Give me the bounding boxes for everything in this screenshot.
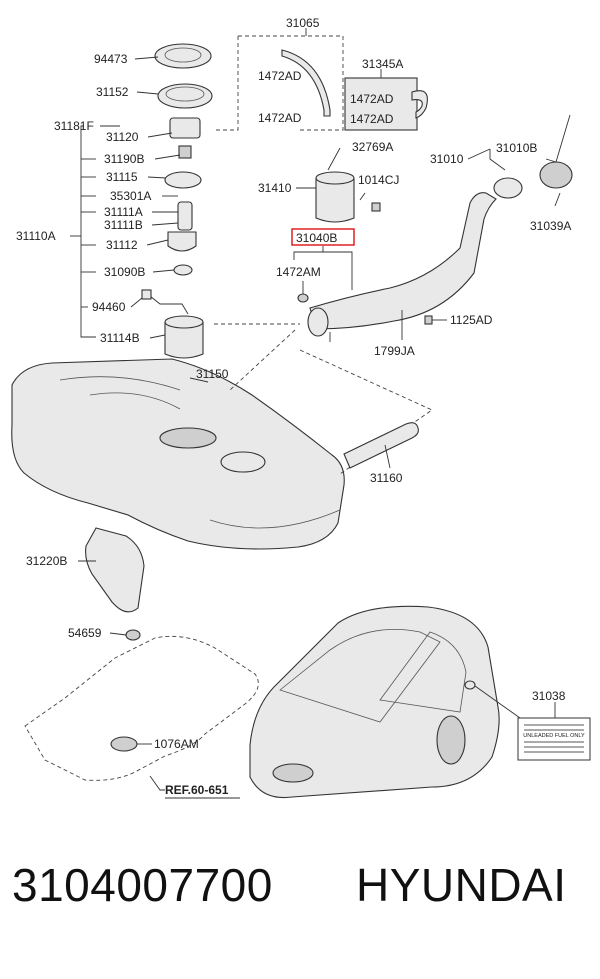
filler-neck [214, 114, 573, 342]
label-31220B: 31220B [26, 554, 67, 568]
part-31410-canister [315, 177, 355, 223]
heat-shield [78, 527, 145, 641]
label-32769A: 32769A [352, 140, 393, 154]
label-31112: 31112 [106, 238, 138, 252]
part-number: 3104007700 [12, 859, 273, 911]
label-31010: 31010 [430, 152, 464, 166]
parts-diagram: UNLEADED FUEL ONLY 94473 31152 31181F 31… [11, 16, 591, 799]
label-31160: 31160 [370, 471, 403, 485]
part-31112-filter [167, 231, 197, 252]
label-31115: 31115 [106, 170, 138, 184]
label-1799JA: 1799JA [374, 344, 415, 358]
fuel-tank [11, 329, 433, 550]
fuel-label-text: UNLEADED FUEL ONLY [523, 733, 585, 739]
label-ref-60-651: REF.60-651 [165, 783, 229, 797]
label-31181F: 31181F [54, 119, 94, 133]
label-31038: 31038 [532, 689, 566, 703]
label-31120: 31120 [106, 130, 139, 144]
label-94473: 94473 [94, 52, 128, 66]
part-31115-seal [164, 171, 202, 189]
label-31111A: 31111A [104, 205, 143, 219]
label-1125AD: 1125AD [450, 313, 493, 327]
label-1472AD-1: 1472AD [258, 69, 302, 83]
part-94460-sender [144, 291, 189, 315]
highlight-box-31040B [291, 228, 355, 246]
label-31110A: 31110A [16, 229, 56, 243]
part-31114B-reservoir [164, 321, 204, 359]
label-31152: 31152 [96, 85, 129, 99]
label-31039A: 31039A [530, 219, 571, 233]
label-35301A: 35301A [110, 189, 151, 203]
label-31114B: 31114B [100, 331, 140, 345]
label-31010B: 31010B [496, 141, 537, 155]
part-31010B-cap [539, 161, 573, 189]
part-31150-tank [11, 358, 345, 550]
label-54659: 54659 [68, 626, 102, 640]
callout-labels: 94473 31152 31181F 31120 31190B 31115 35… [16, 16, 571, 799]
label-31410: 31410 [258, 181, 292, 195]
label-31065: 31065 [286, 16, 320, 30]
label-94460: 94460 [92, 300, 126, 314]
label-1472AD-3: 1472AD [350, 92, 394, 106]
label-31190B: 31190B [104, 152, 144, 166]
label-1472AD-4: 1472AD [350, 112, 394, 126]
part-31040B-filler-pipe [309, 192, 497, 330]
part-31120-plate [169, 117, 201, 139]
fuel-pump-assembly [70, 43, 213, 359]
label-1076AM: 1076AM [154, 737, 199, 751]
part-31152-ring [157, 83, 213, 109]
fuel-label-sticker [517, 717, 591, 761]
label-31040B: 31040B [296, 231, 337, 245]
part-31220B-shield [85, 527, 145, 613]
label-1472AD-2: 1472AD [258, 111, 302, 125]
car-body [249, 605, 500, 799]
canister-hoses [214, 28, 428, 223]
car-illustration: UNLEADED FUEL ONLY [249, 605, 591, 799]
brand-name: HYUNDAI [356, 859, 567, 911]
floor-panel [24, 635, 259, 791]
part-31111-pump [177, 201, 193, 231]
label-31111B: 31111B [104, 218, 143, 232]
footer: 3104007700 HYUNDAI [0, 858, 600, 958]
label-31090B: 31090B [104, 265, 145, 279]
part-31160-hose [343, 422, 419, 469]
floor-panel-outline [24, 635, 259, 781]
label-1472AM: 1472AM [276, 265, 321, 279]
part-94473-cover [154, 43, 212, 69]
label-31345A: 31345A [362, 57, 403, 71]
label-31150: 31150 [196, 367, 229, 381]
label-1014CJ: 1014CJ [358, 173, 399, 187]
